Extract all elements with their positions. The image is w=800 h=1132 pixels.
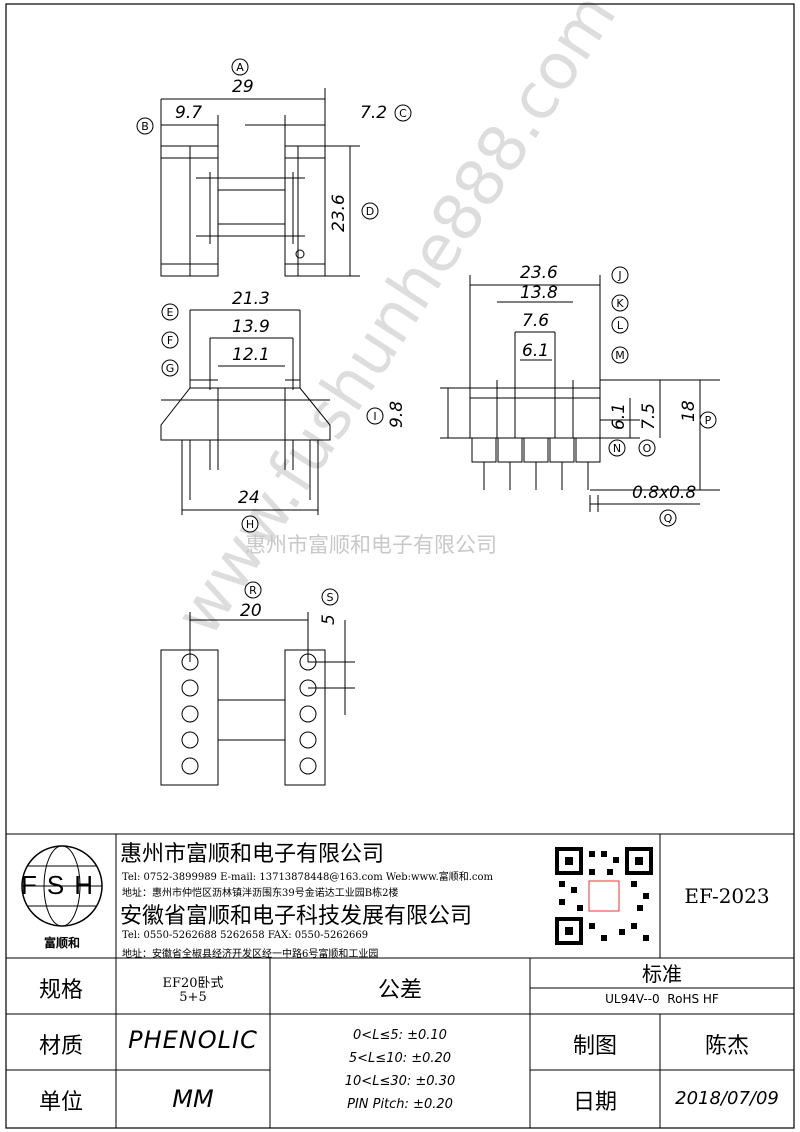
dim-side-height: 9.8 <box>387 401 407 428</box>
dim-end-core: 7.6 <box>522 311 549 331</box>
callout-circle-b <box>136 117 154 135</box>
dim-pin-row: 20 <box>240 601 262 621</box>
callout-label-m: M <box>615 349 625 362</box>
qr-code <box>553 845 655 947</box>
qr-code-icon <box>553 845 655 947</box>
callout-label-f: F <box>167 334 173 347</box>
callout-circle-j <box>611 266 629 284</box>
dim-side-total: 24 <box>238 488 260 508</box>
dim-pin-size: 0.8x0.8 <box>632 483 696 503</box>
callout-label-q: Q <box>664 512 673 525</box>
tolerance-2: 5<L≤10: ±0.20 <box>348 1051 452 1066</box>
dim-overall-width: 29 <box>232 77 254 97</box>
dim-height-top: 23.6 <box>329 194 349 232</box>
callout-circle-q <box>659 509 677 527</box>
spec-label: 规格 <box>38 978 83 1003</box>
dim-left-body: 9.7 <box>175 103 202 123</box>
unit-value: MM <box>172 1085 214 1113</box>
company2-address: 地址：安徽省全椒县经济开发区经一中路6号富顺和工业园 <box>122 949 379 960</box>
callout-label-h: H <box>246 518 254 531</box>
callout-circle-k <box>611 294 629 312</box>
sheet-border <box>5 3 795 1129</box>
callout-circle-g <box>161 359 179 377</box>
tolerance-4: PIN Pitch: ±0.20 <box>347 1097 453 1112</box>
spec-value-2: 5+5 <box>179 990 207 1005</box>
dim-end-width: 23.6 <box>520 263 558 283</box>
bottom-view <box>160 612 355 786</box>
watermark-company: 惠州市富顺和电子有限公司 <box>245 533 497 557</box>
dim-side-core: 12.1 <box>232 345 270 365</box>
callout-circle-n <box>608 439 626 457</box>
callout-circle-i <box>366 407 384 425</box>
callout-label-r: R <box>249 584 257 597</box>
callout-label-d: D <box>366 205 374 218</box>
callout-label-b: B <box>141 120 149 133</box>
callout-label-k: K <box>616 297 624 310</box>
callout-label-e: E <box>167 306 174 319</box>
callout-labels: A B C D E F G H I J KL M N O P Q R S <box>136 58 717 606</box>
dim-pin-pitch: 5 <box>319 614 339 625</box>
callout-circle-e <box>161 303 179 321</box>
callout-circle-h <box>241 515 259 533</box>
dim-end-v1: 6.1 <box>609 403 629 430</box>
callout-circle-r <box>244 581 262 599</box>
callout-circle-s <box>321 588 339 606</box>
date-label: 日期 <box>572 1090 617 1115</box>
tolerance-3: 10<L≤30: ±0.30 <box>344 1074 456 1089</box>
callout-label-a: A <box>236 61 244 74</box>
callout-label-j: J <box>617 269 621 282</box>
callout-circle-p <box>699 411 717 429</box>
tolerance-1: 0<L≤5: ±0.10 <box>353 1028 447 1043</box>
material-value: PHENOLIC <box>128 1026 258 1054</box>
logo-letters: FSH <box>21 870 103 900</box>
callout-circle-o <box>638 439 656 457</box>
dim-end-v2: 7.5 <box>639 403 659 430</box>
callout-label-g: G <box>166 362 175 375</box>
dim-right-body: 7.2 <box>360 103 387 123</box>
drawn-by-label: 制图 <box>572 1034 617 1059</box>
tolerance-label: 公差 <box>377 978 422 1003</box>
callout-circle-m <box>611 346 629 364</box>
callout-label-i: I <box>373 410 376 423</box>
dim-end-inner: 13.8 <box>520 283 558 303</box>
globe-logo-icon <box>21 845 103 927</box>
material-label: 材质 <box>38 1034 83 1059</box>
dim-side-inner: 13.9 <box>232 317 270 337</box>
callout-circle-f <box>161 331 179 349</box>
callout-label-c: C <box>399 107 407 120</box>
drawn-by-value: 陈杰 <box>704 1034 749 1059</box>
company2-contact: Tel: 0550-5262688 5262658 FAX: 0550-5262… <box>122 930 369 941</box>
standard-value: UL94V--0 RoHS HF <box>605 992 719 1006</box>
callout-circle-a <box>231 58 249 76</box>
dim-end-slot: 6.1 <box>522 341 549 361</box>
callout-circle-c <box>394 104 412 122</box>
company-logo: FSH 富顺和 <box>18 842 106 952</box>
unit-label: 单位 <box>38 1090 83 1115</box>
callout-label-o: O <box>643 442 652 455</box>
callout-label-n: N <box>613 442 621 455</box>
callout-label-p: P <box>705 414 712 427</box>
part-number: EF-2023 <box>684 884 770 908</box>
end-view <box>440 275 720 512</box>
spec-value-1: EF20卧式 <box>162 976 224 991</box>
dim-side-width: 21.3 <box>232 289 270 309</box>
callout-circle-d <box>361 202 379 220</box>
callout-label-s: S <box>327 591 334 604</box>
callout-circle-l <box>611 316 629 334</box>
company1-contact: Tel: 0752-3899989 E-mail: 13713878448@16… <box>122 872 493 883</box>
callout-label-l: L <box>617 319 624 332</box>
standard-label: 标准 <box>642 962 682 986</box>
top-view <box>160 88 360 277</box>
date-value: 2018/07/09 <box>675 1088 779 1109</box>
logo-name: 富顺和 <box>43 936 80 950</box>
company1-address: 地址：惠州市仲恺区沥林镇泮沥围东39号金诺达工业园B栋2楼 <box>122 888 399 899</box>
dim-end-height: 18 <box>679 400 699 422</box>
title-block-grid <box>6 833 794 1128</box>
company2-name: 安徽省富顺和电子科技发展有限公司 <box>120 904 473 929</box>
company1-name: 惠州市富顺和电子有限公司 <box>120 842 385 867</box>
side-view <box>160 309 331 515</box>
